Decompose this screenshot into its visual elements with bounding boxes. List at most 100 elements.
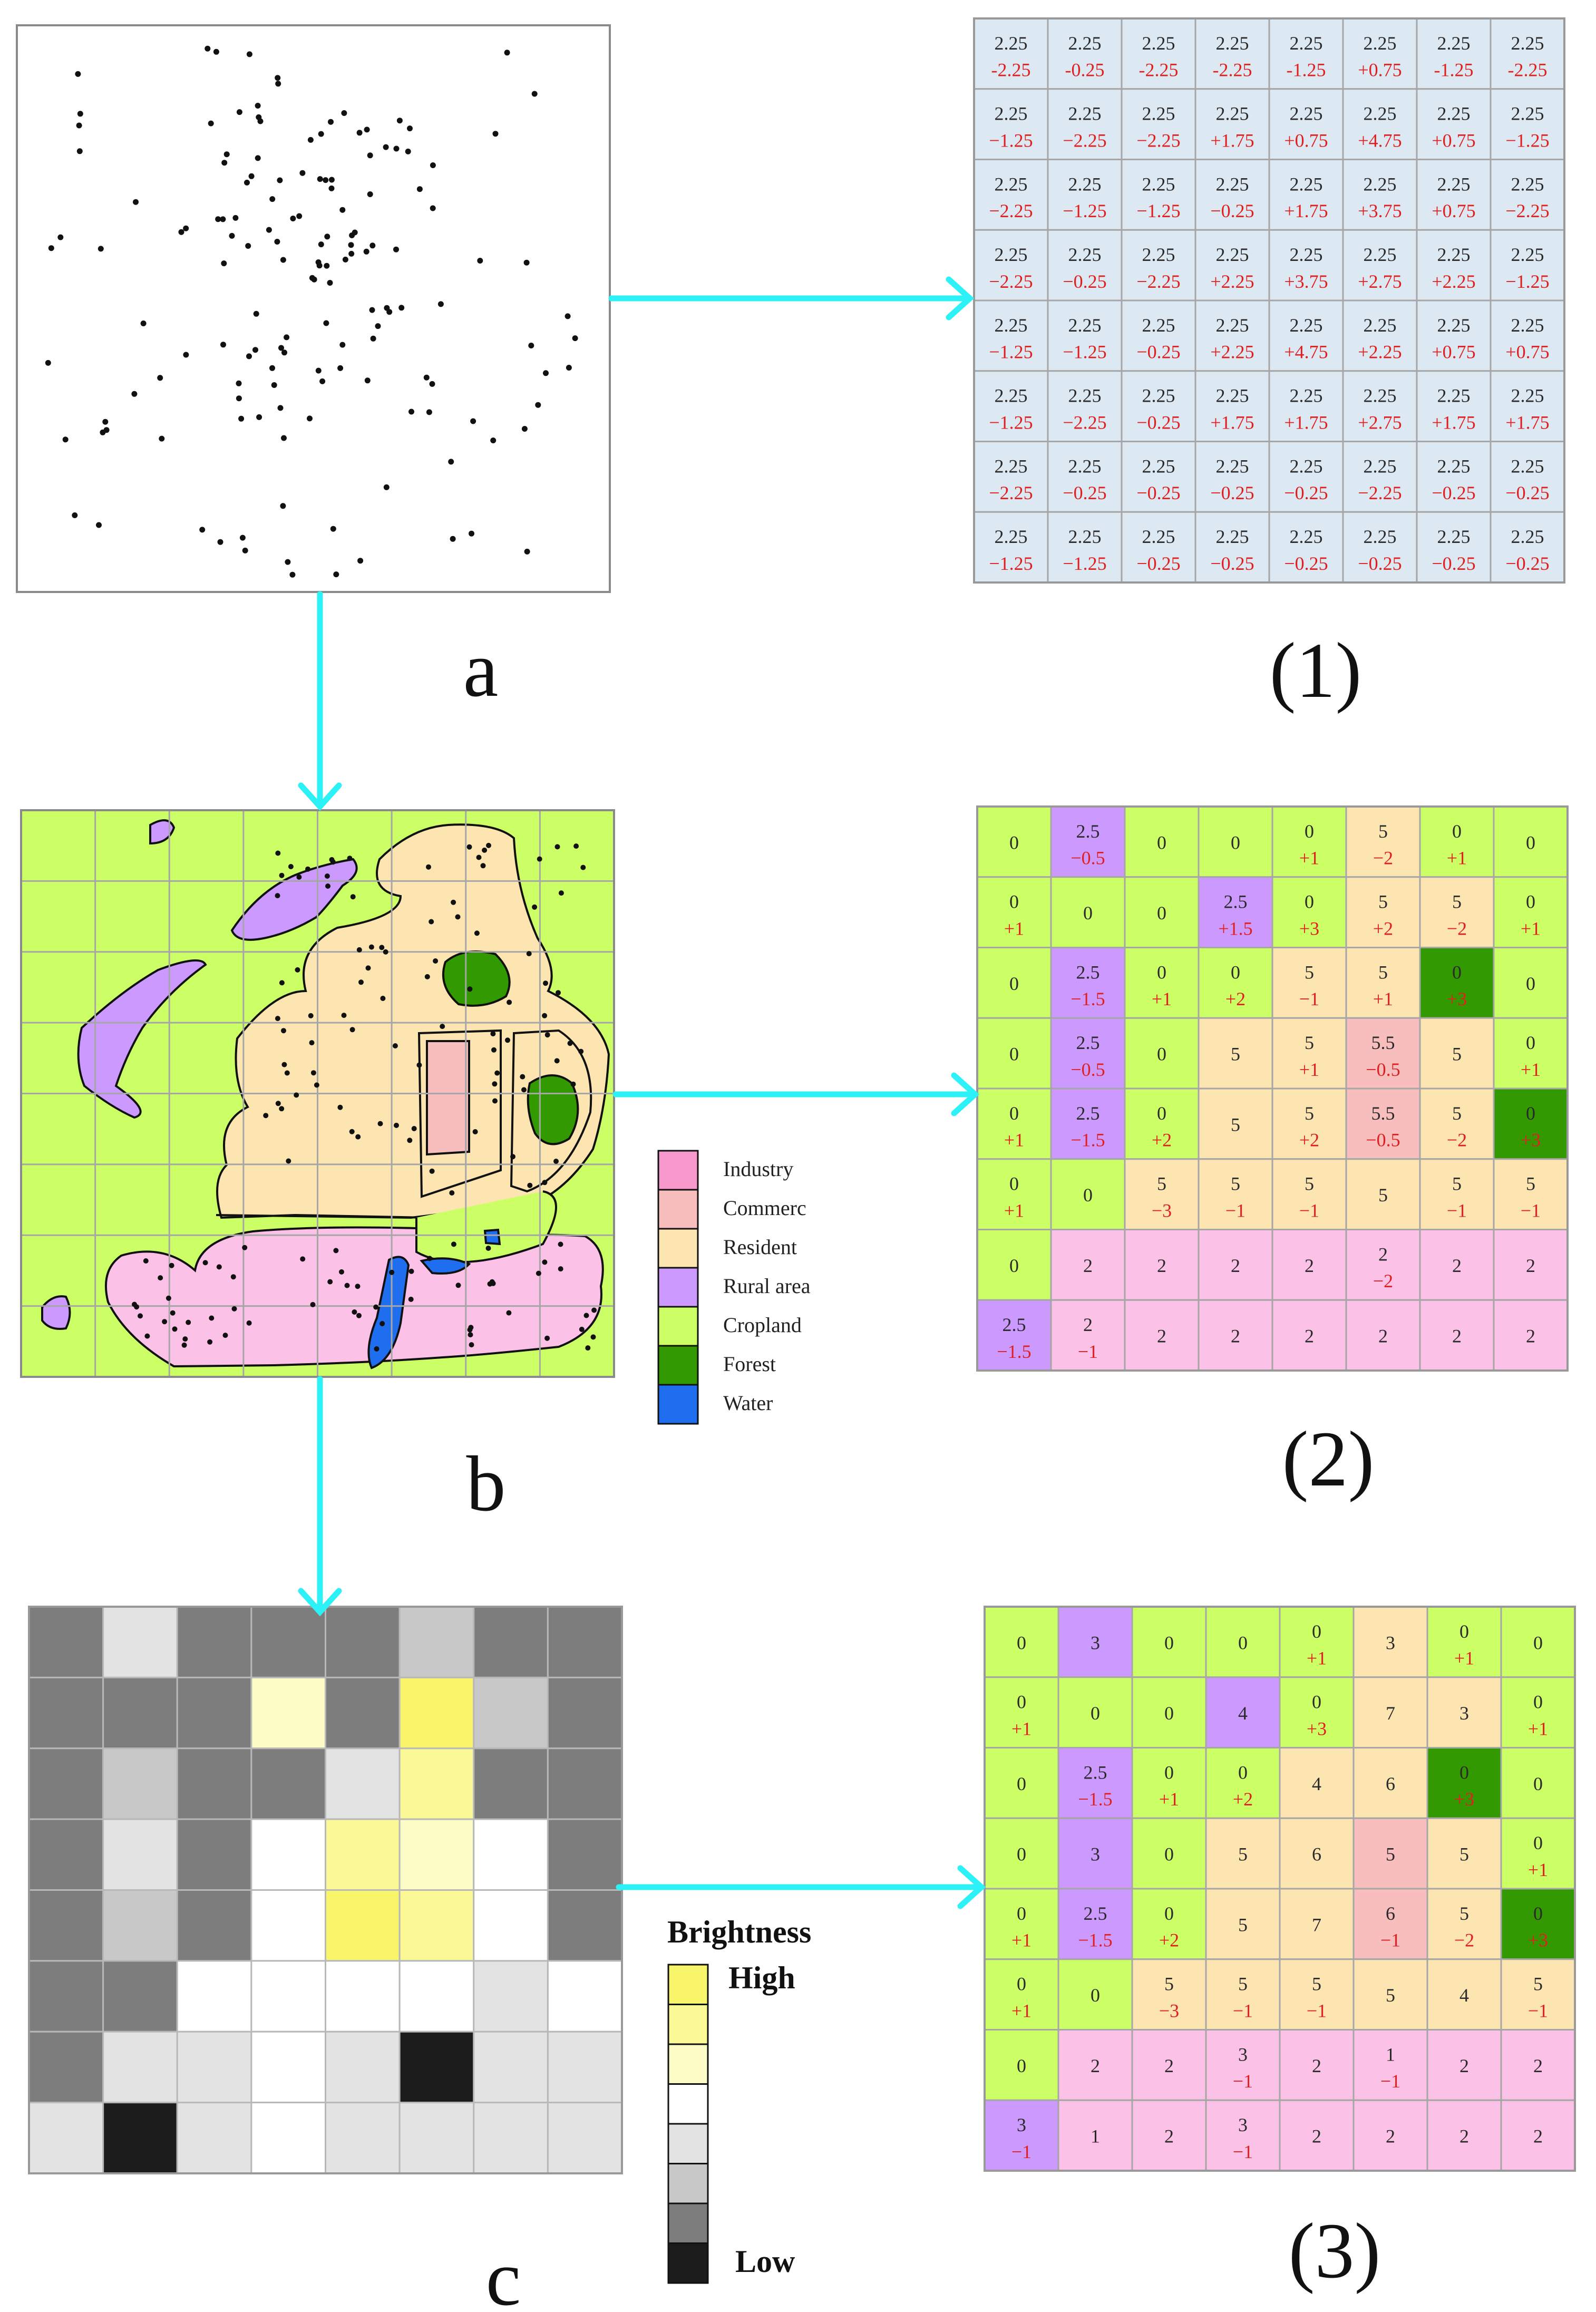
cell-value: 5 bbox=[1386, 1985, 1395, 2006]
cell-value: 7 bbox=[1386, 1703, 1395, 1724]
brightness-cell bbox=[547, 1606, 623, 1678]
point bbox=[221, 160, 228, 166]
grid-cell bbox=[1050, 947, 1126, 1019]
point bbox=[558, 890, 564, 896]
cell-value: 2.25 bbox=[1437, 455, 1471, 477]
point bbox=[492, 131, 499, 137]
cell-delta: +1 bbox=[1528, 1718, 1548, 1739]
cell-value: 5 bbox=[1305, 961, 1314, 983]
point bbox=[220, 216, 226, 222]
grid-cell bbox=[1345, 1299, 1421, 1372]
point bbox=[370, 335, 376, 342]
cell-value: 0 bbox=[1017, 1974, 1026, 1995]
grid-cell bbox=[1268, 17, 1344, 90]
point bbox=[209, 1315, 215, 1321]
cell-delta: −1 bbox=[1225, 1200, 1245, 1221]
point bbox=[62, 436, 69, 443]
cell-value: 2.25 bbox=[1437, 173, 1471, 195]
cell-value: 0 bbox=[1157, 1103, 1166, 1124]
point bbox=[528, 343, 534, 348]
cell-delta: −0.25 bbox=[1358, 553, 1402, 574]
point bbox=[236, 380, 242, 386]
cell-value: 2.25 bbox=[1142, 244, 1175, 265]
point bbox=[375, 323, 381, 329]
point bbox=[220, 342, 226, 348]
grid-cell bbox=[984, 2099, 1059, 2172]
point bbox=[356, 947, 362, 953]
cell-value: 2.25 bbox=[1290, 385, 1323, 406]
grid-cell bbox=[1205, 1817, 1281, 1890]
point bbox=[337, 1104, 343, 1110]
cell-delta: +4.75 bbox=[1358, 130, 1402, 151]
cell-value: 2 bbox=[1526, 1255, 1535, 1276]
point bbox=[255, 103, 261, 109]
cell-value: 2.25 bbox=[1142, 385, 1175, 406]
point bbox=[476, 854, 482, 860]
cell-delta: −2.25 bbox=[1136, 271, 1180, 292]
grid-cell bbox=[1047, 229, 1123, 302]
point bbox=[467, 986, 473, 992]
cell-value: 2.5 bbox=[1076, 821, 1100, 842]
cell-delta: +2.25 bbox=[1210, 342, 1254, 363]
point bbox=[307, 415, 313, 422]
grid-cell bbox=[1205, 1676, 1281, 1748]
point bbox=[558, 1266, 563, 1272]
cell-value: 0 bbox=[1083, 1184, 1093, 1206]
grid-cell bbox=[984, 1676, 1059, 1748]
cell-value: 0 bbox=[1238, 1762, 1248, 1783]
point bbox=[532, 904, 538, 910]
cell-value: 2.25 bbox=[1290, 455, 1323, 477]
point bbox=[281, 1028, 286, 1034]
cell-delta: +1 bbox=[1528, 1859, 1548, 1880]
brightness-cell bbox=[250, 1606, 326, 1678]
grid-cell bbox=[1194, 17, 1270, 90]
cell-delta: +1 bbox=[1011, 1930, 1031, 1951]
cell-delta: -1.25 bbox=[1287, 60, 1326, 81]
cell-value: 2 bbox=[1386, 2126, 1395, 2147]
grid-cell bbox=[1490, 441, 1565, 513]
cell-delta: -2.25 bbox=[1508, 60, 1548, 81]
cell-value: 0 bbox=[1526, 1103, 1535, 1124]
cell-value: 2.25 bbox=[1364, 315, 1397, 336]
point bbox=[290, 216, 296, 221]
cell-value: 2.25 bbox=[1068, 315, 1102, 336]
point bbox=[199, 527, 206, 533]
cell-delta: −2 bbox=[1447, 1130, 1467, 1151]
point bbox=[521, 1087, 527, 1093]
point bbox=[229, 232, 235, 239]
cell-value: 2.25 bbox=[1142, 455, 1175, 477]
point bbox=[337, 365, 344, 371]
point bbox=[246, 1320, 252, 1326]
grid-cell bbox=[1416, 229, 1492, 302]
cell-delta: −0.5 bbox=[1071, 848, 1105, 869]
cell-value: 2 bbox=[1164, 2126, 1174, 2147]
point bbox=[215, 216, 221, 222]
point bbox=[480, 863, 486, 869]
point bbox=[202, 1260, 208, 1266]
cell-value: 2.25 bbox=[1364, 173, 1397, 195]
point bbox=[526, 951, 532, 957]
point bbox=[216, 1264, 222, 1270]
grid-cell bbox=[1352, 1958, 1428, 2031]
grid-cell bbox=[1131, 1606, 1207, 1678]
point bbox=[183, 352, 189, 358]
point bbox=[285, 559, 291, 565]
grid-cell bbox=[1345, 1017, 1421, 1090]
cell-delta: −1 bbox=[1447, 1200, 1467, 1221]
cell-delta: −2 bbox=[1373, 848, 1393, 869]
point bbox=[103, 427, 110, 433]
point bbox=[369, 242, 376, 249]
brightness-cell bbox=[398, 1960, 475, 2033]
grid-cell bbox=[1426, 1958, 1502, 2031]
point bbox=[494, 1070, 500, 1076]
point bbox=[339, 342, 346, 348]
point bbox=[542, 1013, 548, 1018]
cell-value: 2.25 bbox=[1216, 385, 1249, 406]
point bbox=[275, 893, 280, 899]
cell-value: 0 bbox=[1459, 1621, 1469, 1642]
point bbox=[269, 365, 275, 371]
grid-cell bbox=[973, 88, 1049, 160]
cell-value: 6 bbox=[1386, 1773, 1395, 1794]
cell-value: 0 bbox=[1526, 973, 1535, 994]
